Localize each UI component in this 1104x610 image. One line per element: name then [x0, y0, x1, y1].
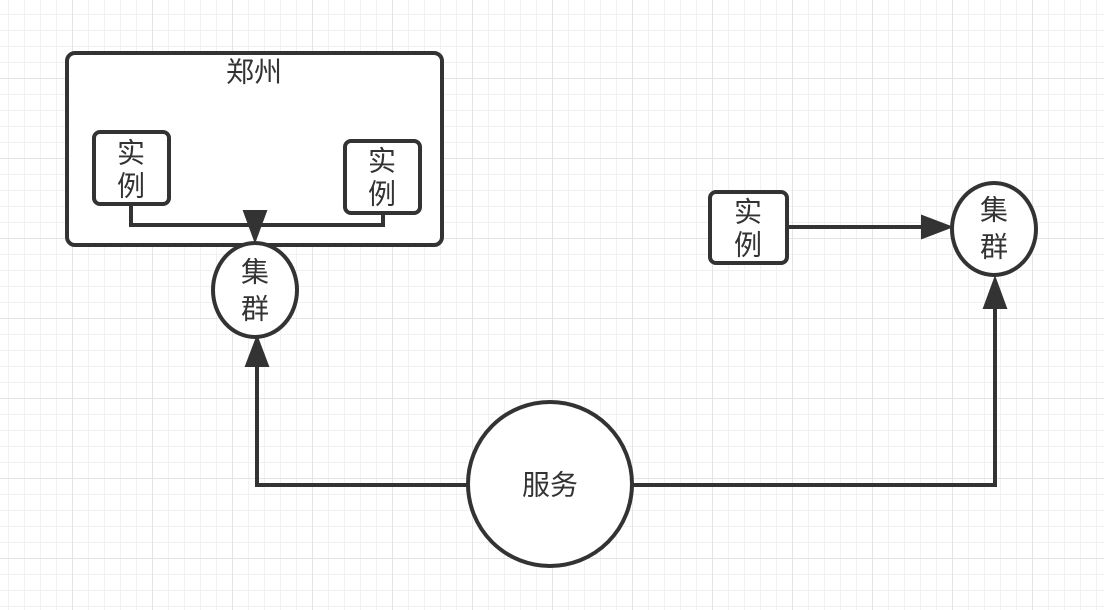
arrowhead-cluster-right-bottom	[982, 275, 1008, 309]
node-instance-a[interactable]: 实 例	[92, 130, 171, 206]
cluster-left-circle[interactable]	[211, 241, 299, 339]
arrowhead-cluster-left-top	[242, 210, 268, 244]
instance-a-label-line1: 实	[117, 137, 145, 170]
instance-c-label-line2: 例	[734, 229, 762, 262]
node-cluster-left[interactable]: 集 群	[211, 241, 299, 339]
group-zhengzhou-label: 郑州	[226, 56, 282, 89]
instance-c-box[interactable]	[708, 190, 789, 265]
arrowhead-cluster-right-left	[921, 214, 954, 240]
cluster-left-label-line2: 群	[241, 293, 269, 326]
instance-a-box[interactable]	[92, 130, 171, 206]
edge-service-to-cluster-left[interactable]	[255, 362, 467, 487]
cluster-left-label-line1: 集	[241, 256, 269, 289]
instance-b-label-line2: 例	[368, 178, 396, 211]
edge-service-to-cluster-right[interactable]	[633, 305, 997, 487]
node-cluster-right[interactable]: 集 群	[950, 181, 1038, 277]
cluster-right-circle[interactable]	[950, 181, 1038, 277]
node-service[interactable]: 服务	[466, 400, 634, 568]
node-instance-c[interactable]: 实 例	[708, 190, 789, 265]
cluster-right-label-line2: 群	[980, 231, 1008, 264]
instance-c-label-line1: 实	[734, 196, 762, 229]
node-instance-b[interactable]: 实 例	[343, 139, 422, 215]
cluster-right-label-line1: 集	[980, 194, 1008, 227]
arrowhead-cluster-left-bottom	[244, 334, 270, 367]
service-circle[interactable]	[466, 400, 634, 568]
instance-b-label-line1: 实	[368, 145, 396, 178]
instance-a-label-line2: 例	[117, 170, 145, 203]
instance-b-box[interactable]	[343, 139, 422, 215]
service-label: 服务	[522, 469, 578, 502]
